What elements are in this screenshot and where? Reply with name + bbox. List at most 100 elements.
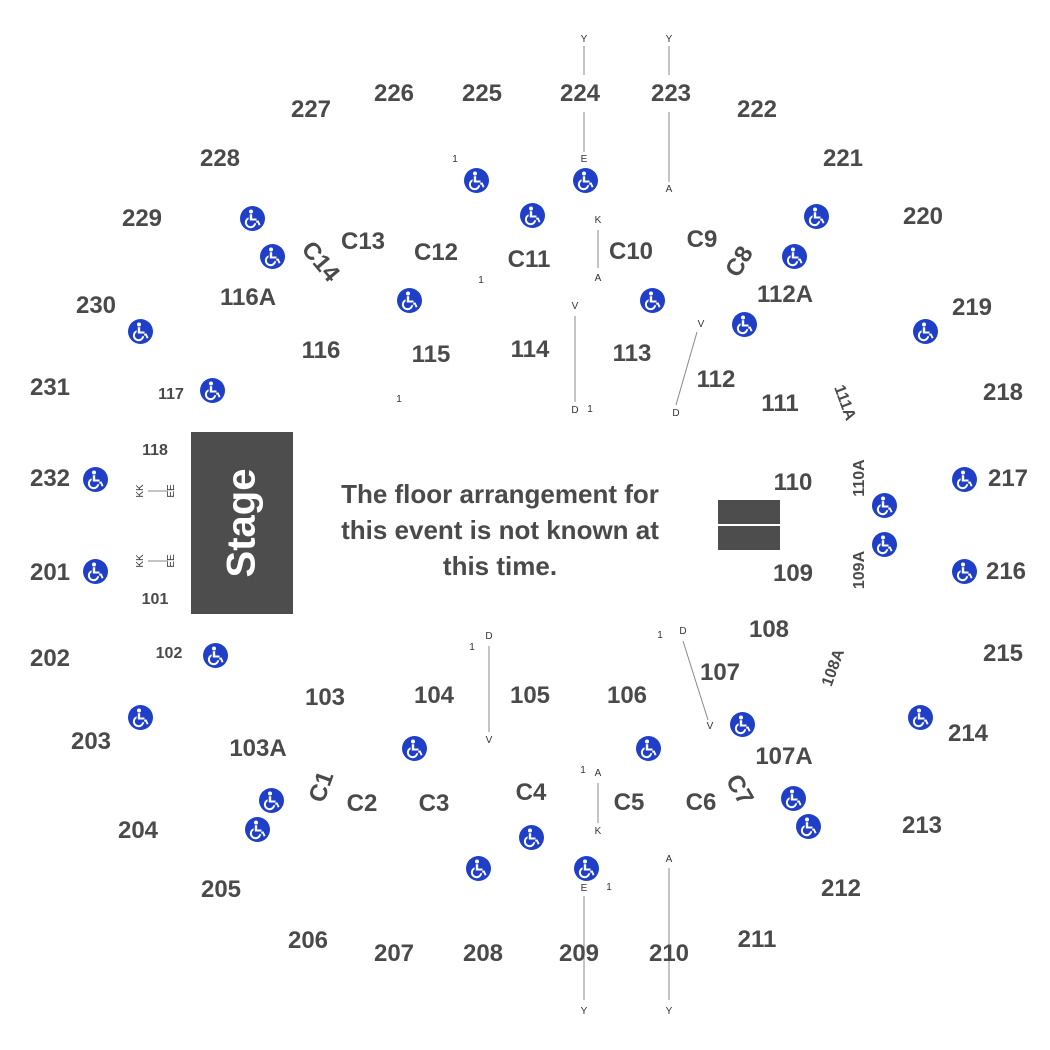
section-117[interactable]: 117 xyxy=(158,386,184,403)
section-206[interactable]: 206 xyxy=(287,927,329,954)
wheelchair-icon xyxy=(244,816,270,842)
section-223[interactable]: 223 xyxy=(650,80,692,107)
row-label: 1 xyxy=(478,275,484,286)
section-208[interactable]: 208 xyxy=(462,940,504,967)
wheelchair-icon xyxy=(795,813,821,839)
section-115[interactable]: 115 xyxy=(411,341,451,368)
section-112[interactable]: 112 xyxy=(696,366,736,393)
wheelchair-icon xyxy=(82,558,108,584)
section-c7[interactable]: C7 xyxy=(720,769,759,810)
section-219[interactable]: 219 xyxy=(951,294,993,321)
section-c8[interactable]: C8 xyxy=(720,241,759,282)
section-231[interactable]: 231 xyxy=(29,374,71,401)
section-c4[interactable]: C4 xyxy=(515,779,547,806)
row-label: A xyxy=(594,273,602,284)
section-c9[interactable]: C9 xyxy=(686,226,718,253)
section-216[interactable]: 216 xyxy=(985,558,1027,585)
section-106[interactable]: 106 xyxy=(606,682,648,709)
section-102[interactable]: 102 xyxy=(155,645,183,662)
section-c14[interactable]: C14 xyxy=(295,236,345,288)
section-c13[interactable]: C13 xyxy=(340,228,386,255)
section-116a[interactable]: 116A xyxy=(219,284,277,311)
row-label: Y xyxy=(665,34,673,45)
section-209[interactable]: 209 xyxy=(558,940,600,967)
stage: Stage xyxy=(191,432,293,614)
section-213[interactable]: 213 xyxy=(901,812,943,839)
section-108a[interactable]: 108A xyxy=(819,646,849,689)
section-211[interactable]: 211 xyxy=(737,926,777,953)
section-232[interactable]: 232 xyxy=(29,465,71,492)
section-114[interactable]: 114 xyxy=(510,336,550,363)
section-c10[interactable]: C10 xyxy=(608,238,654,265)
section-229[interactable]: 229 xyxy=(121,205,163,232)
section-107a[interactable]: 107A xyxy=(755,743,813,770)
section-224[interactable]: 224 xyxy=(559,80,601,107)
section-227[interactable]: 227 xyxy=(290,96,332,123)
section-110a[interactable]: 110A xyxy=(851,459,868,497)
row-label: D xyxy=(679,626,687,637)
section-204[interactable]: 204 xyxy=(117,817,159,844)
section-103[interactable]: 103 xyxy=(304,684,346,711)
section-221[interactable]: 221 xyxy=(822,145,864,172)
section-118[interactable]: 118 xyxy=(142,442,168,459)
section-108[interactable]: 108 xyxy=(748,616,790,643)
section-230[interactable]: 230 xyxy=(75,292,117,319)
row-label: D xyxy=(672,408,680,419)
section-212[interactable]: 212 xyxy=(820,875,862,902)
section-218[interactable]: 218 xyxy=(982,379,1024,406)
section-c5[interactable]: C5 xyxy=(613,789,645,816)
section-217[interactable]: 217 xyxy=(987,465,1029,492)
section-103a[interactable]: 103A xyxy=(229,735,287,762)
row-label: A xyxy=(594,768,602,779)
section-203[interactable]: 203 xyxy=(70,728,112,755)
row-label: K xyxy=(594,826,602,837)
section-210[interactable]: 210 xyxy=(648,940,690,967)
section-112a[interactable]: 112A xyxy=(756,281,814,308)
section-110[interactable]: 110 xyxy=(773,469,813,496)
section-111[interactable]: 111 xyxy=(761,390,799,417)
section-201[interactable]: 201 xyxy=(29,559,71,586)
section-109a[interactable]: 109A xyxy=(851,550,868,590)
section-226[interactable]: 226 xyxy=(373,80,415,107)
section-214[interactable]: 214 xyxy=(947,720,989,747)
section-c11[interactable]: C11 xyxy=(507,246,551,273)
section-c6[interactable]: C6 xyxy=(685,789,717,816)
section-220[interactable]: 220 xyxy=(902,203,944,230)
section-113[interactable]: 113 xyxy=(612,340,652,367)
row-label: 1 xyxy=(469,642,475,653)
section-111a[interactable]: 111A xyxy=(830,382,859,423)
section-215[interactable]: 215 xyxy=(982,640,1024,667)
section-101[interactable]: 101 xyxy=(141,591,169,608)
section-c1[interactable]: C1 xyxy=(303,767,340,806)
section-207[interactable]: 207 xyxy=(373,940,415,967)
wheelchair-icon xyxy=(199,377,225,403)
section-c2[interactable]: C2 xyxy=(346,790,378,817)
row-label: 1 xyxy=(396,394,402,405)
section-109[interactable]: 109 xyxy=(772,560,814,587)
wheelchair-icon xyxy=(635,735,661,761)
wheelchair-icon xyxy=(907,704,933,730)
row-label: A xyxy=(665,854,673,865)
wheelchair-icon xyxy=(912,318,938,344)
section-228[interactable]: 228 xyxy=(199,145,241,172)
wheelchair-icon xyxy=(951,466,977,492)
row-label: 1 xyxy=(580,765,586,776)
wheelchair-icon xyxy=(871,531,897,557)
section-116[interactable]: 116 xyxy=(301,337,341,364)
floor-note: The floor arrangement for this event is … xyxy=(341,479,659,581)
section-205[interactable]: 205 xyxy=(200,876,242,903)
section-107[interactable]: 107 xyxy=(699,659,741,686)
section-c3[interactable]: C3 xyxy=(418,790,450,817)
section-105[interactable]: 105 xyxy=(509,682,551,709)
row-label: 1 xyxy=(587,404,593,415)
row-label: 1 xyxy=(452,154,458,165)
section-222[interactable]: 222 xyxy=(736,96,778,123)
wheelchair-icon xyxy=(729,711,755,737)
section-c12[interactable]: C12 xyxy=(413,239,459,266)
section-225[interactable]: 225 xyxy=(461,80,503,107)
section-202[interactable]: 202 xyxy=(29,645,71,672)
wheelchair-icon xyxy=(463,167,489,193)
wheelchair-icon xyxy=(127,704,153,730)
wheelchair-icon xyxy=(803,203,829,229)
section-104[interactable]: 104 xyxy=(413,682,455,709)
